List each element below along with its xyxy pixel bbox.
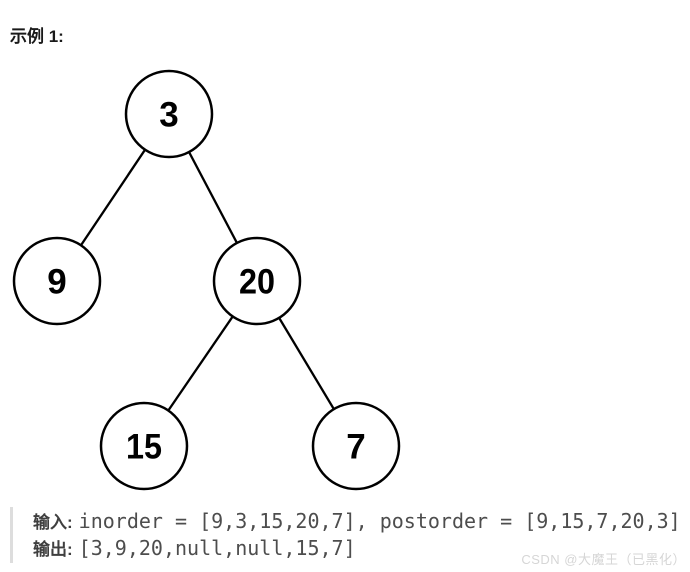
tree-node-label-7: 7 [346, 428, 365, 467]
input-value: inorder = [9,3,15,20,7], postorder = [9,… [78, 509, 681, 533]
tree-node-3 [124, 69, 214, 159]
tree-node-7 [311, 401, 401, 491]
example-io-block: 输入: inorder = [9,3,15,20,7], postorder = … [10, 507, 681, 563]
output-label: 输出: [33, 540, 73, 559]
tree-node-label-3: 3 [159, 96, 178, 135]
input-label: 输入: [33, 513, 73, 532]
tree-node-15 [99, 401, 189, 491]
tree-node-label-20: 20 [239, 263, 275, 302]
tree-node-label-15: 15 [126, 428, 162, 467]
tree-node-9 [12, 236, 102, 326]
output-value: [3,9,20,null,null,15,7] [78, 536, 356, 560]
output-line: 输出: [3,9,20,null,null,15,7] [33, 535, 670, 562]
example-heading: 示例 1: [10, 27, 64, 46]
tree-node-20 [212, 236, 302, 326]
tree-node-label-9: 9 [47, 263, 66, 302]
csdn-watermark: CSDN @大魔王（已黑化） [521, 552, 686, 567]
input-line: 输入: inorder = [9,3,15,20,7], postorder = … [33, 508, 681, 535]
binary-tree-diagram: 3 9 20 15 7 [12, 69, 401, 491]
